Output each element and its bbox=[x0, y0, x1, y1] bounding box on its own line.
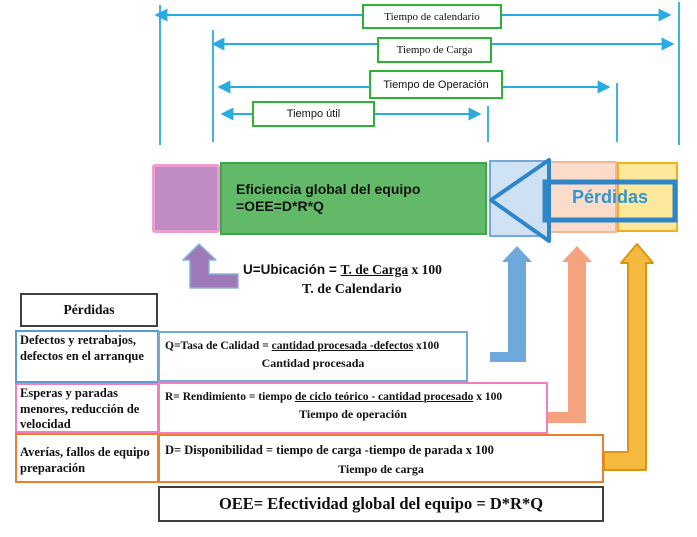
oee-efficiency-segment: Eficiencia global del equipo =OEE=D*R*Q bbox=[220, 162, 487, 235]
performance-arrow bbox=[548, 246, 592, 423]
ubicacion-segment bbox=[152, 164, 220, 233]
losses-row-label: Averías, fallos de equipo preparación bbox=[20, 445, 150, 475]
ubicacion-formula-suffix: x 100 bbox=[408, 262, 442, 277]
ubicacion-arrow bbox=[182, 243, 239, 289]
oee-summary-box: OEE= Efectividad global del equipo = D*R… bbox=[158, 486, 604, 522]
performance-formula-numerator: R= Rendimiento = tiempo de ciclo teórico… bbox=[160, 384, 546, 403]
quality-formula-denominator: Cantidad procesada bbox=[261, 356, 365, 370]
calendar-time-label: Tiempo de calendario bbox=[384, 10, 480, 23]
performance-formula-denominator: Tiempo de operación bbox=[299, 407, 407, 421]
performance-formula-box: R= Rendimiento = tiempo de ciclo teórico… bbox=[158, 382, 548, 434]
availability-formula-box: D= Disponibilidad = tiempo de carga -tie… bbox=[158, 434, 604, 483]
load-time-label-box: Tiempo de Carga bbox=[377, 37, 492, 63]
losses-row-label: Defectos y retrabajos, defectos en el ar… bbox=[20, 333, 144, 363]
quality-formula-underlined: cantidad procesada -defectos bbox=[271, 340, 414, 352]
operation-time-label-box: Tiempo de Operación bbox=[369, 70, 503, 99]
oee-summary-text: OEE= Efectividad global del equipo = D*R… bbox=[218, 494, 544, 513]
useful-time-label-box: Tiempo útil bbox=[252, 101, 375, 127]
quality-formula-numerator: Q=Tasa de Calidad = cantidad procesada -… bbox=[160, 333, 466, 352]
losses-big-label: Pérdidas bbox=[571, 187, 649, 207]
performance-formula-suffix: x 100 bbox=[473, 391, 503, 403]
quality-formula-suffix: x100 bbox=[413, 340, 440, 352]
availability-formula-numerator: D= Disponibilidad = tiempo de carga -tie… bbox=[165, 443, 494, 457]
calendar-time-label-box: Tiempo de calendario bbox=[362, 4, 502, 29]
losses-table-row-defects: Defectos y retrabajos, defectos en el ar… bbox=[15, 330, 159, 383]
losses-table-row-breakdowns: Averías, fallos de equipo preparación bbox=[15, 433, 159, 483]
losses-table-row-waits: Esperas y paradas menores, reducción de … bbox=[15, 383, 159, 433]
oee-title-line2: =OEE=D*R*Q bbox=[236, 198, 324, 214]
ubicacion-formula-denominator: T. de Calendario bbox=[302, 282, 402, 297]
quality-loss-segment bbox=[489, 160, 548, 237]
performance-formula-prefix: R= Rendimiento = tiempo bbox=[165, 391, 296, 403]
losses-table-header-label: Pérdidas bbox=[63, 302, 115, 317]
operation-time-label: Tiempo de Operación bbox=[383, 78, 489, 91]
load-time-label: Tiempo de Carga bbox=[396, 44, 473, 56]
quality-arrow bbox=[490, 246, 532, 362]
quality-formula-prefix: Q=Tasa de Calidad = bbox=[165, 340, 272, 352]
quality-formula-box: Q=Tasa de Calidad = cantidad procesada -… bbox=[158, 331, 468, 382]
ubicacion-formula-underlined: T. de Carga bbox=[340, 262, 409, 277]
availability-arrow bbox=[603, 243, 654, 471]
useful-time-label: Tiempo útil bbox=[286, 108, 341, 120]
ubicacion-formula-prefix: U=Ubicación = bbox=[243, 262, 341, 277]
oee-title-line1: Eficiencia global del equipo bbox=[236, 181, 421, 197]
losses-row-label: Esperas y paradas menores, reducción de … bbox=[20, 386, 140, 431]
ubicacion-formula-numerator: U=Ubicación = T. de Carga x 100 bbox=[243, 262, 442, 278]
performance-formula-underlined: de ciclo teórico - cantidad procesado bbox=[295, 391, 474, 403]
availability-formula-denominator: Tiempo de carga bbox=[338, 462, 424, 476]
losses-table-header: Pérdidas bbox=[20, 293, 158, 327]
